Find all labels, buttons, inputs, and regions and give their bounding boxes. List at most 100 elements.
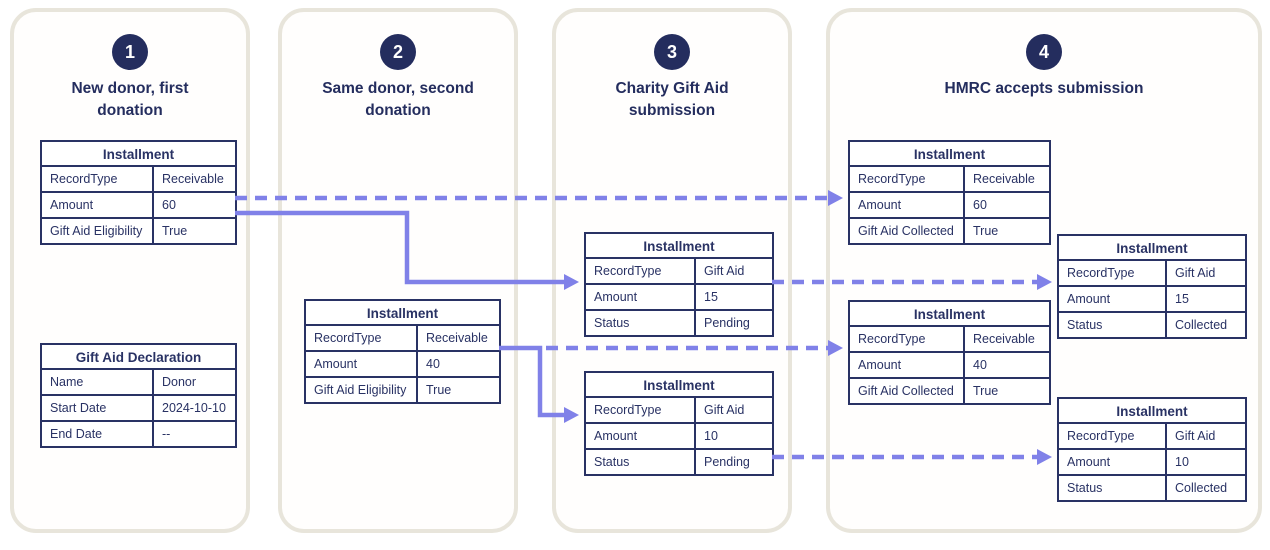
cell-value: 15: [704, 290, 718, 304]
table-row: Gift Aid Eligibility True: [306, 378, 499, 402]
cell-key: RecordType: [850, 167, 965, 191]
step-panel-1: 1 New donor, first donation Installment …: [10, 8, 250, 533]
cell-key: RecordType: [1059, 424, 1167, 448]
step-title-line: HMRC accepts submission: [944, 80, 1144, 97]
cell-key: End Date: [42, 422, 154, 446]
cell-value: Collected: [1175, 318, 1228, 332]
cell-key: RecordType: [306, 326, 418, 350]
step-title-line: submission: [628, 102, 716, 119]
cell-key: Status: [1059, 313, 1167, 337]
table-title: Installment: [586, 373, 772, 398]
step-panel-3: 3 Charity Gift Aid submission Installmen…: [552, 8, 792, 533]
table-row: RecordType Receivable: [42, 167, 235, 193]
step-number-badge-1: 1: [112, 34, 148, 70]
table-row: Amount 40: [306, 352, 499, 378]
cell-value: 60: [162, 198, 176, 212]
cell-key: Status: [586, 450, 696, 474]
cell-value: True: [426, 383, 452, 397]
cell-key: RecordType: [586, 398, 696, 422]
cell-value: 40: [426, 357, 440, 371]
table-row: Amount 15: [1059, 287, 1245, 313]
table-title: Installment: [1059, 236, 1245, 261]
step-number-badge-4: 4: [1026, 34, 1062, 70]
cell-key: Start Date: [42, 396, 154, 420]
cell-value: Gift Aid: [704, 403, 745, 417]
cell-value: Pending: [704, 316, 750, 330]
cell-key: Status: [1059, 476, 1167, 500]
cell-value: Receivable: [162, 172, 224, 186]
cell-key: Amount: [850, 193, 965, 217]
cell-value: True: [973, 384, 999, 398]
table-row: Gift Aid Collected True: [850, 219, 1049, 243]
cell-key: Amount: [42, 193, 154, 217]
cell-key: Gift Aid Eligibility: [306, 378, 418, 402]
cell-key: RecordType: [850, 327, 965, 351]
table-title: Installment: [850, 142, 1049, 167]
cell-value: Gift Aid: [1175, 429, 1216, 443]
step-title-line: New donor, first: [71, 80, 189, 97]
table-row: Gift Aid Eligibility True: [42, 219, 235, 243]
table-title: Installment: [850, 302, 1049, 327]
step-title-line: donation: [97, 102, 163, 119]
cell-value: True: [162, 224, 188, 238]
cell-value: 15: [1175, 292, 1189, 306]
step-title-2: Same donor, second donation: [282, 78, 514, 122]
table-row: RecordType Receivable: [850, 167, 1049, 193]
step-panel-2: 2 Same donor, second donation Installmen…: [278, 8, 518, 533]
step-title-3: Charity Gift Aid submission: [556, 78, 788, 122]
step-number-badge-3: 3: [654, 34, 690, 70]
table-title: Installment: [586, 234, 772, 259]
cell-key: Gift Aid Collected: [850, 379, 965, 403]
cell-value: 2024-10-10: [162, 401, 226, 415]
step-title-1: New donor, first donation: [14, 78, 246, 122]
table-installment-receivable-60: Installment RecordType Receivable Amount 6…: [40, 140, 237, 245]
table-row: Start Date 2024-10-10: [42, 396, 235, 422]
cell-key: Amount: [586, 424, 696, 448]
table-title: Gift Aid Declaration: [42, 345, 235, 370]
step-panel-4: 4 HMRC accepts submission Installment Re…: [826, 8, 1262, 533]
cell-value: Gift Aid: [1175, 266, 1216, 280]
cell-key: Amount: [1059, 450, 1167, 474]
step-title-4: HMRC accepts submission: [830, 78, 1258, 100]
table-row: RecordType Receivable: [850, 327, 1049, 353]
cell-value: Receivable: [426, 331, 488, 345]
cell-key: RecordType: [1059, 261, 1167, 285]
table-row: RecordType Gift Aid: [586, 398, 772, 424]
cell-key: Amount: [1059, 287, 1167, 311]
step-title-line: Charity Gift Aid: [615, 80, 729, 97]
table-title: Installment: [42, 142, 235, 167]
table-title: Installment: [1059, 399, 1245, 424]
table-row: Status Collected: [1059, 313, 1245, 337]
cell-value: Receivable: [973, 332, 1035, 346]
cell-key: Gift Aid Eligibility: [42, 219, 154, 243]
cell-value: True: [973, 224, 999, 238]
cell-key: Name: [42, 370, 154, 394]
cell-key: Amount: [850, 353, 965, 377]
cell-key: Gift Aid Collected: [850, 219, 965, 243]
step-title-line: Same donor, second: [322, 80, 474, 97]
cell-key: Amount: [306, 352, 418, 376]
table-row: RecordType Receivable: [306, 326, 499, 352]
cell-value: Gift Aid: [704, 264, 745, 278]
table-row: Status Pending: [586, 311, 772, 335]
cell-key: Status: [586, 311, 696, 335]
cell-value: Receivable: [973, 172, 1035, 186]
cell-key: Amount: [586, 285, 696, 309]
cell-key: RecordType: [42, 167, 154, 191]
step-number-badge-2: 2: [380, 34, 416, 70]
table-row: RecordType Gift Aid: [586, 259, 772, 285]
table-row: RecordType Gift Aid: [1059, 261, 1245, 287]
cell-key: RecordType: [586, 259, 696, 283]
